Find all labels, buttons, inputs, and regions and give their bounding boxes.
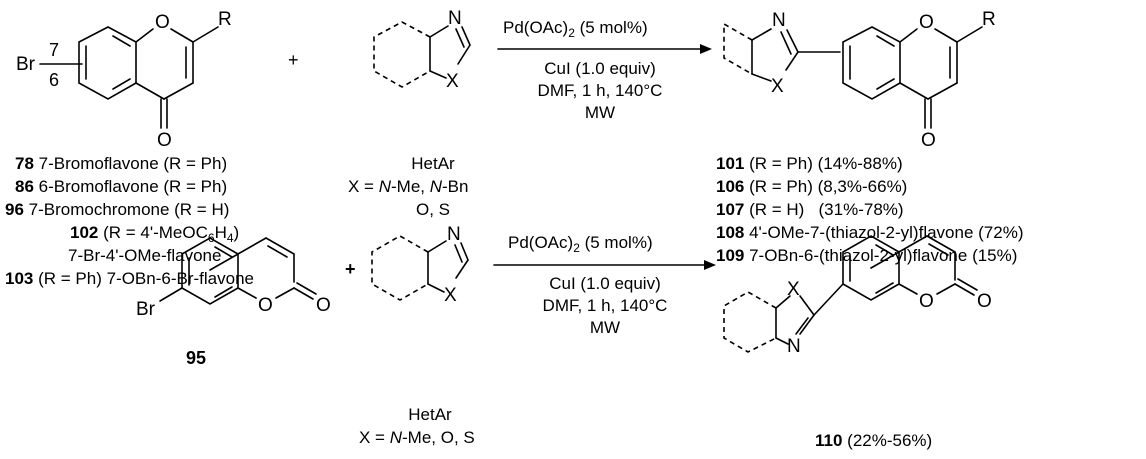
- bromine-label: Br: [16, 54, 36, 75]
- compound-107-label: 107 (R = H) (31%-78%): [716, 200, 904, 219]
- product1-x-label: X: [771, 76, 784, 97]
- compound-110-label: 110 (22%-56%): [815, 431, 933, 450]
- hetar2-nitrogen-label: N: [447, 224, 461, 245]
- reaction2-catalyst-label: Pd(OAc)2 (5 mol%): [508, 233, 653, 255]
- compound-78-label: 78 7-Bromoflavone (R = Ph): [15, 154, 228, 173]
- position-7-label: 7: [49, 40, 59, 60]
- hetar-x-label: X: [446, 71, 459, 92]
- hetar-x-definition-2: X = N-Me, O, S: [359, 428, 475, 447]
- reaction2-condition-mw: MW: [589, 318, 621, 337]
- plus-sign-2: +: [345, 259, 356, 279]
- r-group-label: R: [218, 9, 232, 30]
- reaction1-catalyst-label: Pd(OAc)2 (5 mol%): [503, 18, 648, 40]
- plus-sign-1: +: [288, 50, 299, 70]
- compound-106-label: 106 (R = Ph) (8,3%-66%): [716, 177, 908, 196]
- product-110-structure: X N O O: [723, 235, 992, 357]
- compound-103-label: 103 (R = Ph) 7-OBn-6-Br-flavone: [5, 269, 254, 288]
- product1-nitrogen-label: N: [772, 10, 786, 31]
- compound-86-label: 86 6-Bromoflavone (R = Ph): [15, 177, 228, 196]
- compound95-ring-oxygen-label: O: [258, 295, 273, 316]
- compound-102-label: 102 (R = 4'-MeOC6H4): [70, 223, 240, 245]
- carbonyl-oxygen-label: O: [157, 130, 172, 151]
- compound-96-label: 96 7-Bromochromone (R = H): [5, 200, 230, 219]
- reaction-arrow-1: [497, 44, 712, 54]
- compound95-carbonyl-oxygen-label: O: [316, 295, 331, 316]
- compound-95-id: 95: [186, 348, 206, 368]
- product1-ring-oxygen-label: O: [919, 12, 934, 33]
- compound-109-label: 109 7-OBn-6-(thiazol-2-yl)flavone (15%): [716, 246, 1018, 265]
- product1-r-group-label: R: [982, 9, 996, 30]
- hetar-x-definition-1b: O, S: [415, 200, 450, 219]
- coumarin-95-structure: Br O O 95: [136, 237, 331, 368]
- position-6-label: 6: [49, 70, 59, 90]
- hetar-x-definition-1: X = N-Me, N-Bn: [348, 177, 469, 196]
- reaction-arrow-2: [493, 260, 716, 270]
- reaction2-condition-dmf: DMF, 1 h, 140°C: [542, 296, 668, 315]
- reaction2-condition-cui: CuI (1.0 equiv): [549, 274, 661, 293]
- compound-108-label: 108 4'-OMe-7-(thiazol-2-yl)flavone (72%): [716, 223, 1024, 242]
- compound-101-label: 101 (R = Ph) (14%-88%): [716, 154, 903, 173]
- hetar2-x-label: X: [444, 285, 457, 306]
- bromoflavone-structure: O R Br 7 6 O: [16, 9, 232, 151]
- hetar-name-label-2: HetAr: [408, 405, 452, 424]
- hetar-nitrogen-label: N: [448, 8, 462, 29]
- product-structure-1: N X O R O: [723, 9, 996, 151]
- product1-carbonyl-oxygen-label: O: [921, 130, 936, 151]
- product110-ring-oxygen-label: O: [919, 291, 934, 312]
- reaction1-condition-mw: MW: [584, 103, 616, 122]
- product110-nitrogen-label: N: [787, 336, 801, 357]
- product110-x-label: X: [787, 279, 800, 300]
- hetar-name-label-1: HetAr: [411, 154, 455, 173]
- compound95-bromine-label: Br: [136, 299, 156, 320]
- ring-oxygen-label: O: [155, 12, 170, 33]
- hetar-structure-2: N X: [371, 224, 469, 306]
- hetar-structure-1: N X: [373, 8, 471, 92]
- reaction1-condition-cui: CuI (1.0 equiv): [544, 59, 656, 78]
- reaction1-condition-dmf: DMF, 1 h, 140°C: [537, 81, 663, 100]
- product110-carbonyl-oxygen-label: O: [977, 291, 992, 312]
- compound-102-name-label: 7-Br-4'-OMe-flavone: [68, 246, 222, 265]
